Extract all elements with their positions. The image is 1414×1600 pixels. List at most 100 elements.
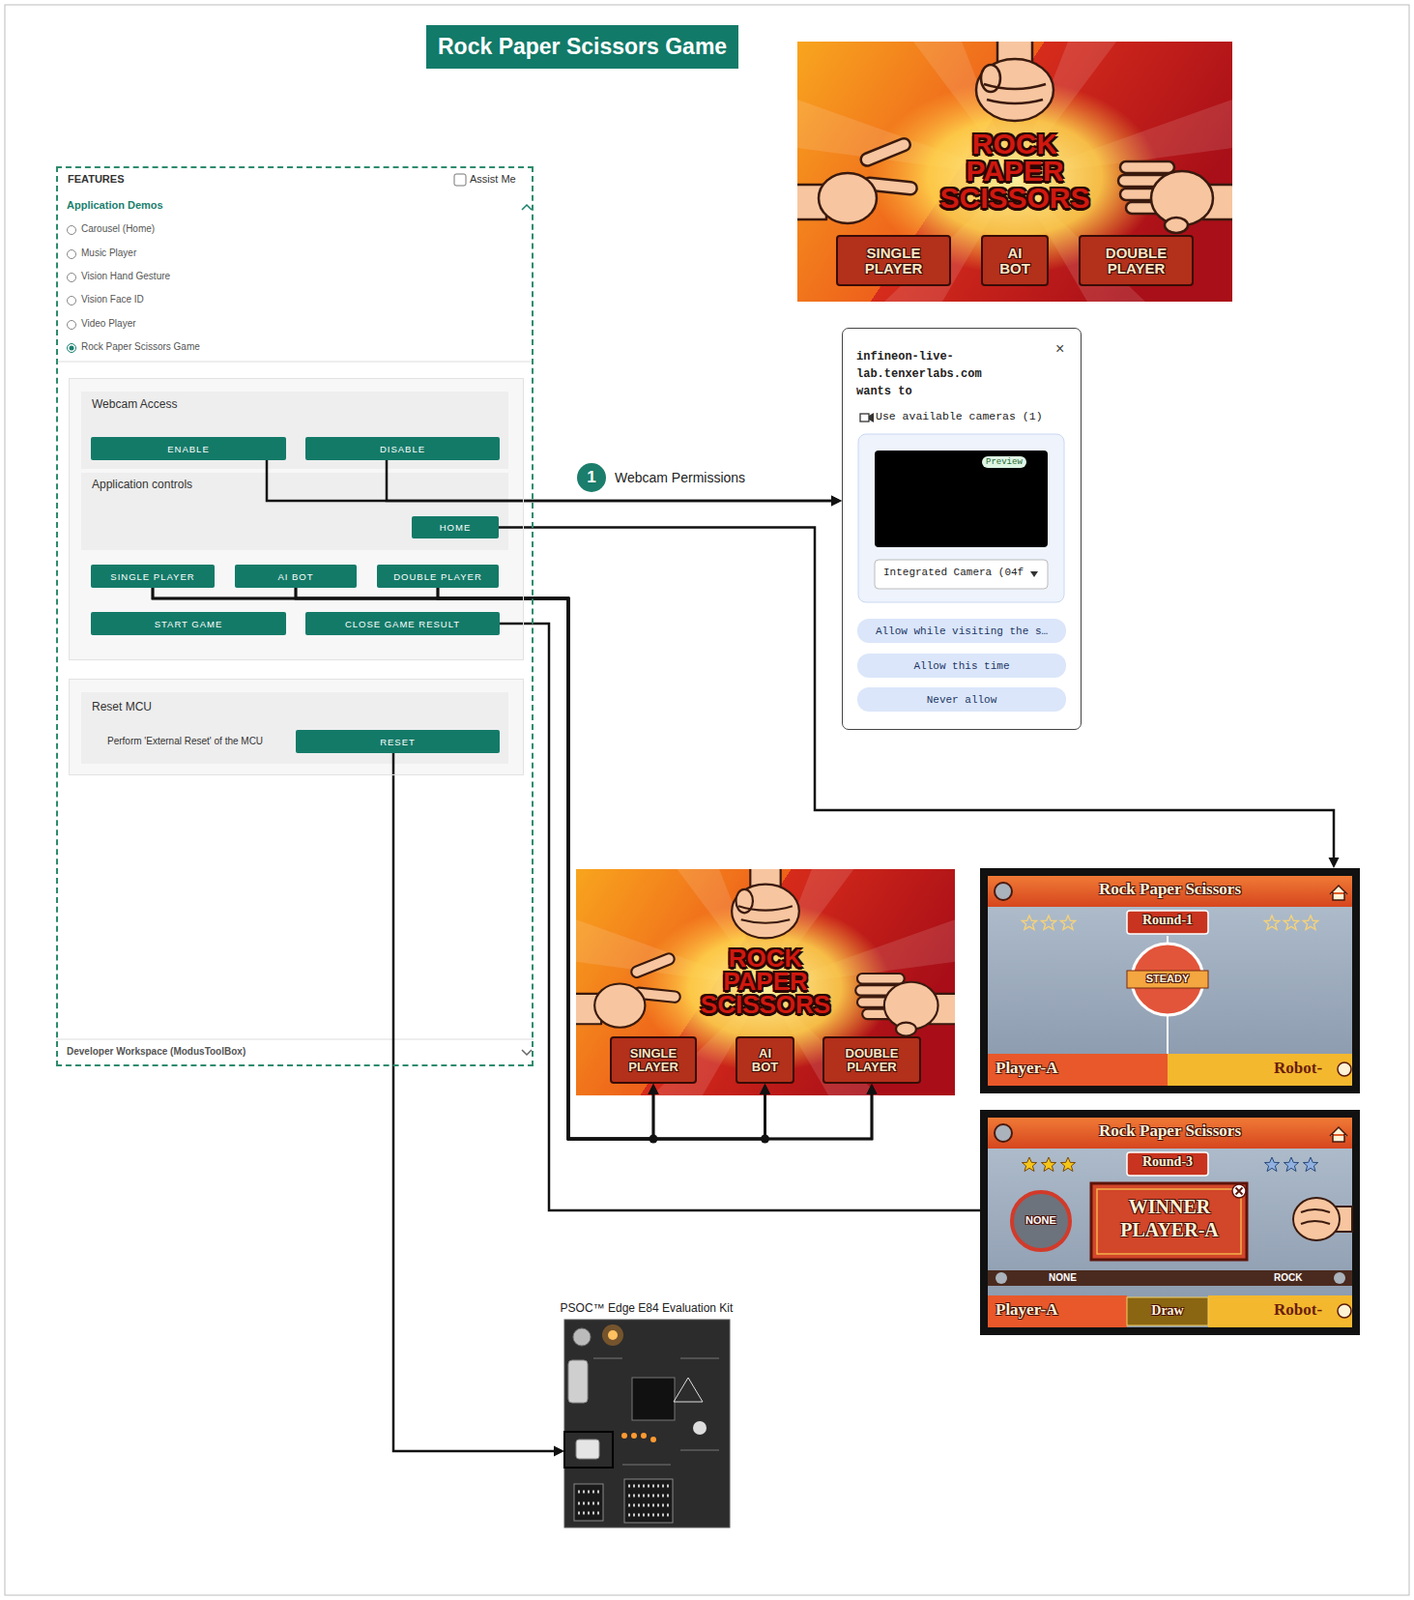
button-label: SINGLE PLAYER (865, 245, 923, 277)
panel-art-part (521, 1049, 532, 1055)
board-photo-part (573, 1327, 591, 1346)
game-screen-art-part (1232, 1183, 1246, 1198)
board-photo-part-part (593, 1357, 623, 1359)
permission-dialog-art-part (874, 450, 1048, 548)
board-photo-part-part (628, 1513, 669, 1517)
home-button: HOME (411, 516, 499, 539)
panel-text: Vision Face ID (81, 293, 145, 305)
menu-button: DOUBLE PLAYER (822, 1036, 922, 1084)
game-screen-art-part (987, 1295, 1127, 1328)
button-label: DOUBLE PLAYER (845, 1046, 899, 1074)
board-photo-part (577, 1485, 669, 1515)
edge-label: Webcam Permissions (614, 469, 746, 486)
connector (498, 527, 1340, 869)
junction-dot (649, 1134, 659, 1144)
board-photo-part (692, 1420, 707, 1435)
board-photo-part (632, 1377, 675, 1420)
game-screen-art-part-part (1021, 915, 1037, 930)
button-label: AI BOT (999, 245, 1031, 277)
game-screen-art-part (1011, 1191, 1070, 1250)
game-screen-art-part (1091, 1183, 1247, 1260)
game-screen-art-part (994, 882, 1012, 900)
permission-dialog-art (841, 327, 1082, 730)
ai-bot-button: AI BOT (234, 564, 357, 588)
arrowhead (648, 1083, 660, 1095)
section-text: Perform 'External Reset' of the MCU (107, 735, 263, 747)
permission-dialog: infineon-live-lab.tenxerlabs.com wants t… (841, 327, 1082, 730)
panel-text: FEATURES (67, 173, 124, 185)
arrowhead (759, 1083, 771, 1095)
panel-text: Music Player (81, 247, 137, 259)
close-result-button: CLOSE GAME RESULT (305, 611, 500, 635)
connector-line (393, 752, 556, 1451)
callout-circle: 1 (577, 462, 606, 492)
game-screen-art-part (1329, 885, 1348, 900)
connector-line (498, 527, 1334, 861)
permission-dialog-art-part (874, 559, 1048, 589)
game-screen: Rock Paper ScissorsRound-3NONEWINNER PLA… (980, 1109, 1360, 1335)
game-text: Player-A (995, 1058, 1059, 1078)
edge-label-text: Webcam Permissions (614, 469, 746, 486)
permission-button: Allow while visiting the s… (857, 618, 1067, 643)
panel-art-part (521, 204, 532, 210)
section-heading: Webcam Access (91, 397, 177, 411)
game-screen-art-part-part (1283, 915, 1299, 930)
game-screen-art-part-part (1040, 915, 1056, 930)
board-photo-part-part (628, 1503, 669, 1507)
game-screen-art-part (1236, 1187, 1243, 1195)
game-text: Round-3 (1126, 1154, 1209, 1170)
game-title: ROCK PAPER SCISSORS (700, 946, 831, 1016)
game-text: Robot- (1273, 1299, 1323, 1320)
title-screen-art (793, 37, 1237, 302)
callout-number: 1 (586, 467, 596, 488)
features-panel: FEATURESAssist MeApplication DemosCarous… (56, 166, 534, 1067)
button-label: START GAME (154, 618, 224, 630)
game-text: Round-1 (1126, 912, 1209, 928)
panel-art-part-part (67, 273, 77, 283)
game-text: Rock Paper Scissors (980, 879, 1360, 899)
dialog-text: Preview (981, 456, 1027, 468)
game-screen-art-part (1337, 1062, 1352, 1076)
panel-art-part (81, 391, 509, 469)
menu-button: DOUBLE PLAYER (1078, 234, 1194, 287)
button-label: DISABLE (379, 443, 426, 455)
button-label: DOUBLE PLAYER (393, 571, 483, 582)
board-photo-part-part (631, 1432, 637, 1439)
game-screen-art-part-part (1040, 1156, 1056, 1172)
button-label: Never allow (926, 693, 998, 706)
game-screen-art (980, 867, 1360, 1094)
arrowhead (759, 1083, 771, 1095)
button-label: RESET (379, 736, 416, 748)
panel-art-part (56, 1038, 534, 1040)
board-photo-part (574, 1483, 604, 1521)
button-label: Allow while visiting the s… (875, 625, 1048, 637)
board-photo-part-part (650, 1436, 657, 1443)
game-screen-art-part-part (1302, 1156, 1318, 1172)
game-screen-art-part-part (1060, 1156, 1075, 1172)
board-photo-part-part (628, 1484, 669, 1488)
arrowhead (1328, 857, 1340, 868)
game-screen-art (980, 1109, 1360, 1335)
game-screen-art-part (987, 1117, 1353, 1328)
reset-card: Reset MCUPerform 'External Reset' of the… (68, 678, 524, 776)
connector-line (437, 587, 872, 1139)
button-label: SINGLE PLAYER (110, 571, 195, 582)
button-label: HOME (439, 521, 472, 533)
permission-dialog-art-part (1030, 571, 1039, 578)
connector (386, 460, 842, 507)
game-screen-art-part (1126, 970, 1209, 988)
connector (152, 587, 878, 1139)
game-screen-art-part (1329, 1126, 1348, 1142)
connector-line (386, 460, 834, 501)
board-photo-part (673, 1377, 703, 1402)
board-photo-part-part (577, 1511, 600, 1515)
panel-art-part-part (67, 296, 77, 306)
game-screen-art-part-part (1060, 915, 1075, 930)
button-label: AI BOT (277, 571, 314, 582)
connector (295, 587, 878, 1139)
board-photo-part (576, 1439, 600, 1459)
panel-art-part (68, 377, 524, 661)
game-screen-art-part (1126, 910, 1209, 934)
panel-art-part-part (67, 250, 77, 260)
